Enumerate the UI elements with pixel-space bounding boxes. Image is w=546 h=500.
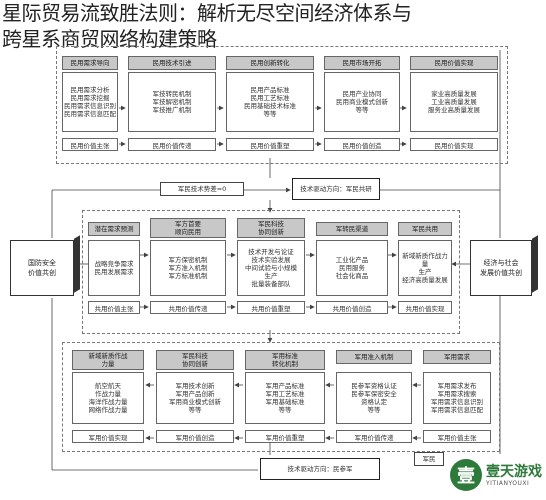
bottom-body-text-5: 军用需求发布 军用需求搜索 军用需求信息识别 军用需求信息匹配 <box>424 373 490 423</box>
bottom-footer-4: 军用价值传递 <box>336 430 412 443</box>
mid-footer-3: 共用价值重塑 <box>237 301 305 314</box>
mid-header-3: 军民科技 协同创新 <box>237 218 305 238</box>
top-footer-2: 民用价值传递 <box>128 138 216 151</box>
logo-subtitle: YITIANYOUXI <box>486 479 530 487</box>
tech-drive-joint-label: 技术驱动方向：军民共研 <box>292 178 380 200</box>
bottom-body-1: 航空航天 作战力量 海洋作战力量 网络作战力量 <box>72 372 144 424</box>
bottom-body-text-1: 航空航天 作战力量 海洋作战力量 网络作战力量 <box>73 373 143 423</box>
top-header-1: 民用需求导向 <box>62 56 118 70</box>
bottom-body-5: 军用需求发布 军用需求搜索 军用需求信息识别 军用需求信息匹配 <box>423 372 491 424</box>
bottom-header-2: 军民科技 协同创新 <box>156 350 234 370</box>
title-line-2: 跨星系商贸网络构建策略 <box>2 27 217 51</box>
logo-mark-icon: 壹 <box>450 459 482 491</box>
mid-body-text-2: 军方保密机制 军方准入机制 军方标准机制 <box>151 241 225 295</box>
bottom-body-3: 军用产品标准 军用工艺标准 军用基础标准 等等 <box>245 372 325 424</box>
mid-header-5: 军民共用 <box>398 222 452 236</box>
top-body-text-2: 军技转民机制 军技解密机制 军技推广机制 <box>129 73 215 131</box>
economy-society-cube: 经济与社会 发展价值共创 <box>470 240 532 296</box>
bottom-footer-2: 军用价值创造 <box>156 430 234 443</box>
top-body-5: 家业高质量发展 工业高质量发展 服务业高质量发展 <box>410 72 498 132</box>
top-body-1: 民用需求分析 民用需求挖掘 民用需求信息识别 民用需求信息匹配 <box>62 72 118 132</box>
bottom-footer-5: 军用价值主张 <box>423 430 491 443</box>
top-header-3: 民用创新转化 <box>226 56 314 70</box>
mid-body-4: 工业化产品 民用服务 社会化商品 <box>316 240 388 296</box>
top-footer-5: 民用价值实现 <box>410 138 498 151</box>
mid-body-2: 军方保密机制 军方准入机制 军方标准机制 <box>150 240 226 296</box>
mid-header-1: 潜在需求预测 <box>88 222 140 236</box>
bottom-body-2: 军用技术创新 军用产品创新 军用商业模式创新 等等 <box>156 372 234 424</box>
top-body-3: 民用产品标准 民用工艺标准 民用基础技术标准 等等 <box>226 72 314 132</box>
bottom-header-5: 军用需求 <box>423 350 491 364</box>
top-body-4: 民用产业协同 民用商业模式创新 等等 <box>324 72 400 132</box>
top-footer-1: 民用价值主张 <box>62 138 118 151</box>
bottom-body-4: 民参军资格认证 民参军保密安全 资格认定 等等 <box>336 372 412 424</box>
mid-body-3: 技术开发与论证 技术实验发展 中间试验与小规模 生产 批量装备部队 <box>237 240 305 296</box>
military-civil-partial-label: 军民 <box>414 452 444 466</box>
top-footer-3: 民用价值重塑 <box>226 138 314 151</box>
bottom-footer-3: 军用价值重塑 <box>245 430 325 443</box>
top-header-5: 民用价值实现 <box>410 56 498 70</box>
bottom-body-text-2: 军用技术创新 军用产品创新 军用商业模式创新 等等 <box>157 373 233 423</box>
tech-gap-label: 军民技术势差=0 <box>160 182 244 196</box>
mid-header-2: 军方首要 顺向民用 <box>150 218 226 238</box>
top-header-2: 民用技术引进 <box>128 56 216 70</box>
mid-footer-5: 共用价值实现 <box>398 301 452 314</box>
top-section-frame <box>56 46 508 164</box>
mid-body-1: 战略竞争需求 民用发展需求 <box>88 240 140 296</box>
national-security-cube: 国防安全 价值共创 <box>10 240 74 296</box>
top-body-text-5: 家业高质量发展 工业高质量发展 服务业高质量发展 <box>411 73 497 131</box>
bottom-header-4: 军用准入机制 <box>336 350 412 364</box>
mid-footer-4: 共用价值创造 <box>316 301 388 314</box>
top-body-2: 军技转民机制 军技解密机制 军技推广机制 <box>128 72 216 132</box>
title-line-1: 星际贸易流致胜法则：解析无尽空间经济体系与 <box>2 1 412 25</box>
site-logo: 壹 壹天游戏 YITIANYOUXI <box>450 454 542 496</box>
page-title: 星际贸易流致胜法则：解析无尽空间经济体系与 跨星系商贸网络构建策略 <box>2 0 544 52</box>
mid-body-text-5: 新域新质作战力量 生产 经济高质量发展 <box>399 241 451 295</box>
top-header-4: 民用市场开拓 <box>324 56 400 70</box>
bottom-body-text-3: 军用产品标准 军用工艺标准 军用基础标准 等等 <box>246 373 324 423</box>
top-body-text-3: 民用产品标准 民用工艺标准 民用基础技术标准 等等 <box>227 73 313 131</box>
bottom-body-text-4: 民参军资格认证 民参军保密安全 资格认定 等等 <box>337 373 411 423</box>
middle-section-frame <box>82 210 460 334</box>
bottom-header-3: 军用标准 转化机制 <box>245 350 325 370</box>
bottom-section-frame <box>62 342 500 452</box>
bottom-header-1: 新域新质作战 力量 <box>72 350 144 370</box>
mid-header-4: 军转民渠道 <box>316 222 388 236</box>
mid-footer-2: 共用价值传递 <box>150 301 226 314</box>
top-body-text-1: 民用需求分析 民用需求挖掘 民用需求信息识别 民用需求信息匹配 <box>63 73 117 131</box>
top-footer-4: 民用价值创造 <box>324 138 400 151</box>
mid-body-5: 新域新质作战力量 生产 经济高质量发展 <box>398 240 452 296</box>
mid-body-text-3: 技术开发与论证 技术实验发展 中间试验与小规模 生产 批量装备部队 <box>238 241 304 295</box>
top-body-text-4: 民用产业协同 民用商业模式创新 等等 <box>325 73 399 131</box>
mid-body-text-1: 战略竞争需求 民用发展需求 <box>89 241 139 295</box>
mid-footer-1: 共用价值主张 <box>88 301 140 314</box>
tech-drive-civil-military-label: 技术驱动方向：民参军 <box>260 458 380 480</box>
logo-name: 壹天游戏 <box>486 463 542 480</box>
mid-body-text-4: 工业化产品 民用服务 社会化商品 <box>317 241 387 295</box>
bottom-footer-1: 军用价值实现 <box>72 430 144 443</box>
